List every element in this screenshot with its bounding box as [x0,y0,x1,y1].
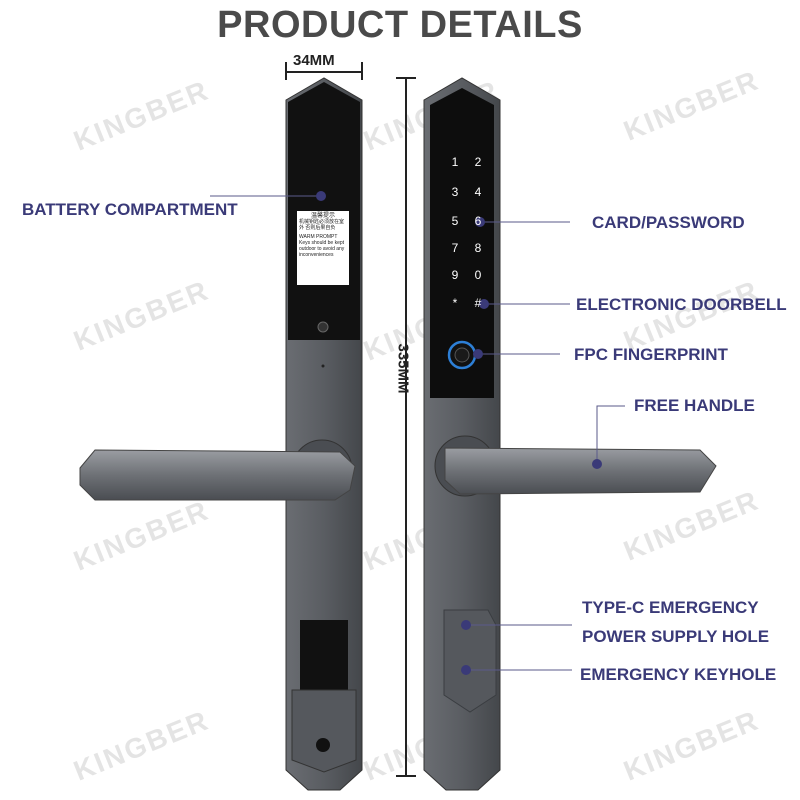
card-password-label: CARD/PASSWORD [592,213,745,232]
keypad-key-6[interactable]: 6 [474,214,482,228]
height-label: 335MM [394,343,412,394]
emergency-keyhole-label: EMERGENCY KEYHOLE [580,665,777,684]
warning-en-body: Keys should be kept outdoor to avoid any… [299,240,345,258]
keypad-key-4[interactable]: 4 [474,185,482,199]
callout-dots [316,191,602,675]
keypad-key-star[interactable]: * [452,296,458,310]
width-label: 34MM [293,52,335,69]
keypad-key-8[interactable]: 8 [474,241,482,255]
keypad-key-3[interactable]: 3 [451,185,459,199]
height-dimension [396,77,416,777]
keypad-key-5[interactable]: 5 [451,214,459,228]
leader-lines [210,195,625,671]
keypad-key-2[interactable]: 2 [474,155,482,169]
typec-label-line1: TYPE-C EMERGENCY [582,598,759,617]
warning-card: 温馨提示 机械钥匙必须放在室外 否则后果自负 WARM PROMPT Keys … [297,211,349,285]
warning-cn-title: 温馨提示 [310,213,335,219]
battery-compartment-label: BATTERY COMPARTMENT [22,200,238,219]
electronic-doorbell-label: ELECTRONIC DOORBELL [576,295,787,314]
front-lock-body [423,77,717,791]
width-dimension [285,62,363,80]
back-lock-body [79,77,363,791]
warning-en-title: WARM PROMPT [299,234,338,240]
keypad-key-0[interactable]: 0 [474,268,482,282]
free-handle-label: FREE HANDLE [634,396,755,415]
keypad-key-hash[interactable]: # [474,296,482,310]
typec-label-line2: POWER SUPPLY HOLE [582,627,770,646]
fpc-fingerprint-label: FPC FINGERPRINT [574,345,728,364]
keypad-key-1[interactable]: 1 [451,155,459,169]
page-title: PRODUCT DETAILS [217,4,583,46]
warning-cn-body: 机械钥匙必须放在室外 否则后果自负 [299,219,345,231]
keypad-key-7[interactable]: 7 [451,241,459,255]
keypad-key-9[interactable]: 9 [451,268,459,282]
